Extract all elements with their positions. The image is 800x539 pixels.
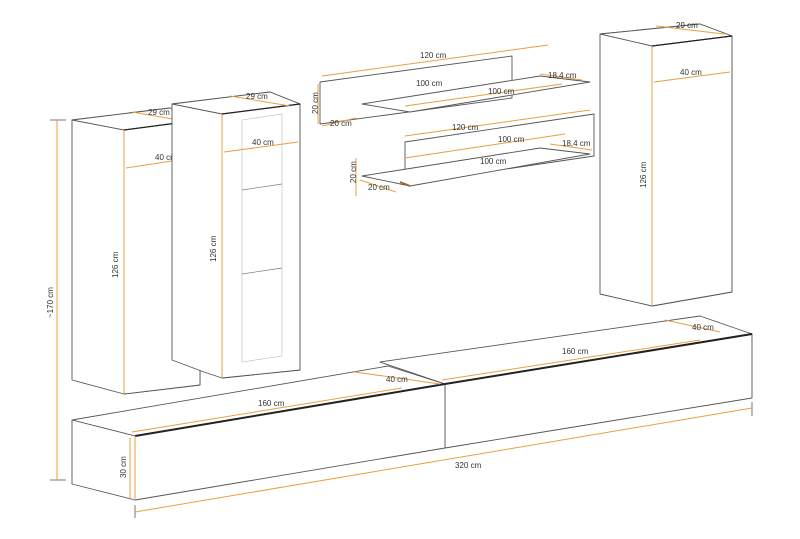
shelf-bottom-height-depth-label: 20 cm	[368, 183, 390, 192]
shelf-bottom: 120 cm 100 cm 100 cm 18,4 cm 20 cm 20 cm	[349, 109, 595, 196]
shelf-bottom-height-label: 20 cm	[349, 161, 358, 183]
overall-height-dimension: ~170 cm	[46, 119, 66, 481]
tv-left-length-label: 160 cm	[258, 399, 285, 408]
shelf-bottom-depth-label: 18,4 cm	[562, 139, 591, 148]
cabinet-glass-width-label: 40 cm	[252, 138, 274, 147]
cabinet-left-depth-label: 29 cm	[148, 108, 170, 117]
tv-right-depth-label: 40 cm	[692, 323, 714, 332]
shelf-bottom-inner-label: 100 cm	[498, 135, 525, 144]
shelf-top-height-depth-label: 20 cm	[330, 119, 352, 128]
tv-left-height-label: 30 cm	[119, 456, 128, 478]
cabinet-right-width-label: 40 cm	[680, 68, 702, 77]
shelf-bottom-inner2-label: 100 cm	[480, 157, 507, 166]
tv-right-length-label: 160 cm	[562, 347, 589, 356]
shelf-top-depth-label: 18,4 cm	[548, 71, 577, 80]
cabinet-glass: 40 cm 29 cm 126 cm	[171, 91, 301, 379]
overall-length-label: 320 cm	[455, 461, 482, 470]
cabinet-right-depth-label: 29 cm	[676, 21, 698, 30]
shelf-bottom-length-label: 120 cm	[452, 123, 479, 132]
tv-unit-left: 160 cm 40 cm 30 cm	[71, 365, 446, 501]
cabinet-left-width-label: 40 cm	[155, 153, 177, 162]
cabinet-right: 40 cm 29 cm 126 cm	[599, 21, 733, 307]
shelf-top-length-label: 120 cm	[420, 51, 447, 60]
cabinet-right-height-label: 126 cm	[639, 161, 648, 188]
overall-height-label: ~170 cm	[46, 287, 55, 318]
shelf-top-inner2-label: 100 cm	[488, 87, 515, 96]
tv-unit-right: 160 cm 40 cm	[379, 315, 753, 449]
cabinet-glass-depth-label: 29 cm	[246, 92, 268, 101]
cabinet-left-height-label: 126 cm	[111, 251, 120, 278]
shelf-top-inner-label: 100 cm	[416, 79, 443, 88]
shelf-top-height-label: 20 cm	[311, 92, 320, 114]
overall-length-dimension: 320 cm	[134, 402, 753, 518]
shelf-top: 120 cm 100 cm 100 cm 18,4 cm 20 cm 20 cm	[311, 44, 591, 128]
tv-left-depth-label: 40 cm	[386, 375, 408, 384]
cabinet-glass-height-label: 126 cm	[209, 235, 218, 262]
